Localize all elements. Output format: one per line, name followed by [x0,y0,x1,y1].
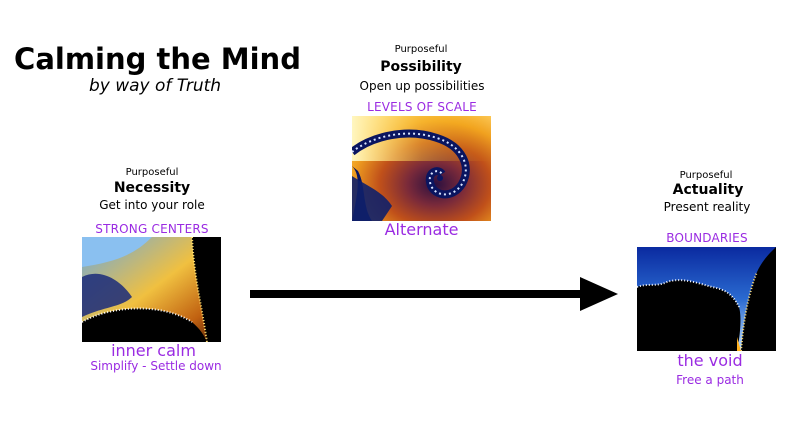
possibility-qualifier: Purposeful [394,44,448,55]
necessity-property: STRONG CENTERS [95,222,209,236]
spiral-fractal-image [352,116,491,221]
boundaries-fractal-image [637,247,776,351]
actuality-name: Actuality [672,182,744,198]
actuality-action: Free a path [676,373,744,387]
strong-centers-fractal-image [82,237,221,342]
actuality-qualifier: Purposeful [679,170,733,181]
actuality-property: BOUNDARIES [666,231,748,245]
possibility-property: LEVELS OF SCALE [367,100,477,114]
necessity-action: Simplify - Settle down [90,359,222,373]
possibility-caption: Alternate [384,220,459,239]
necessity-caption: inner calm [111,341,196,360]
actuality-caption: the void [677,351,743,370]
necessity-qualifier: Purposeful [125,167,179,178]
page-subtitle: by way of Truth [88,76,222,96]
actuality-description: Present reality [663,200,751,214]
possibility-description: Open up possibilities [359,79,485,93]
necessity-description: Get into your role [99,198,205,212]
possibility-name: Possibility [380,59,462,75]
necessity-name: Necessity [113,180,191,196]
page-title: Calming the Mind [14,42,301,76]
flow-arrow [250,277,618,311]
